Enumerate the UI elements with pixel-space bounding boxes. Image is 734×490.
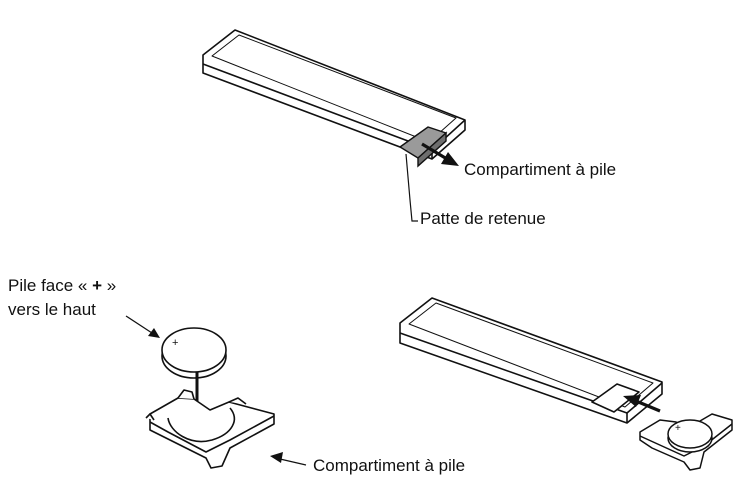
label-battery-line1: Pile face « + » (8, 276, 116, 296)
compartment-label-pointer (270, 452, 307, 466)
battery-label-pointer (125, 315, 160, 338)
battery-compartment-right (639, 413, 733, 471)
insert-compartment-arrow (623, 395, 661, 413)
label-battery-prefix: Pile face « (8, 276, 93, 295)
pull-out-arrow (421, 142, 459, 166)
battery-plus-symbol-right: + (675, 423, 681, 434)
coin-battery (161, 327, 227, 379)
label-battery-plus: + (92, 276, 103, 295)
label-battery-line2: vers le haut (8, 300, 96, 319)
battery-plus-symbol: + (172, 337, 178, 349)
label-retaining-tab: Patte de retenue (420, 209, 546, 228)
remote-control-top (202, 29, 466, 160)
label-battery-suffix: » (102, 276, 117, 295)
battery-compartment-left (145, 389, 275, 469)
label-compartment-bottom: Compartiment à pile (313, 456, 466, 475)
retaining-tab-leader (405, 153, 418, 222)
label-compartment-top: Compartiment à pile (464, 160, 617, 179)
remote-control-bottom (399, 297, 663, 424)
